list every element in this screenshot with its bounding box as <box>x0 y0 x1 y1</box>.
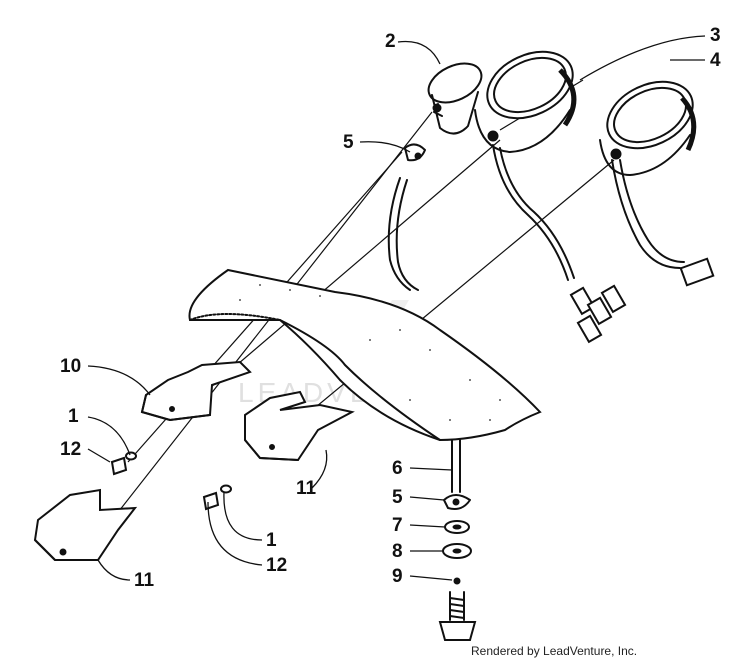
bracket-lower <box>33 488 138 561</box>
clip-upper <box>404 143 426 162</box>
callout-12-right: 12 <box>266 555 287 576</box>
callout-5-lower: 5 <box>392 487 403 508</box>
alignment-lines <box>89 79 615 549</box>
callout-1-left: 1 <box>68 406 79 427</box>
gauge-right <box>599 80 697 176</box>
callout-10: 10 <box>60 356 81 377</box>
bracket-upper-left <box>140 360 252 422</box>
hardware-bottom <box>438 494 477 641</box>
callout-12-left: 12 <box>60 439 81 460</box>
wire-harness-right <box>611 159 715 287</box>
callout-leaders <box>87 35 706 581</box>
credit-text: Rendered by LeadVenture, Inc. <box>471 644 638 658</box>
callout-9: 9 <box>392 566 403 587</box>
callout-3: 3 <box>710 25 721 46</box>
callout-labels: 2 3 4 5 10 1 12 11 6 5 7 8 9 1 12 11 <box>60 25 721 591</box>
callout-1-right: 1 <box>266 530 277 551</box>
callout-11-lower: 11 <box>134 570 155 591</box>
callout-11-center: 11 <box>296 478 317 499</box>
callout-5-upper: 5 <box>343 132 354 153</box>
callout-4: 4 <box>710 50 721 71</box>
mount-post <box>451 439 461 493</box>
callout-6: 6 <box>392 458 403 479</box>
wire-harness-center <box>492 144 627 344</box>
callout-8: 8 <box>392 541 403 562</box>
callout-7: 7 <box>392 515 403 536</box>
bracket-center <box>244 390 355 462</box>
instrument-housing <box>188 268 542 442</box>
callout-2: 2 <box>385 31 396 52</box>
gauge-small <box>427 62 483 135</box>
gauge-large <box>474 50 577 153</box>
cable-speedo <box>387 177 419 291</box>
hardware-left <box>110 451 232 511</box>
